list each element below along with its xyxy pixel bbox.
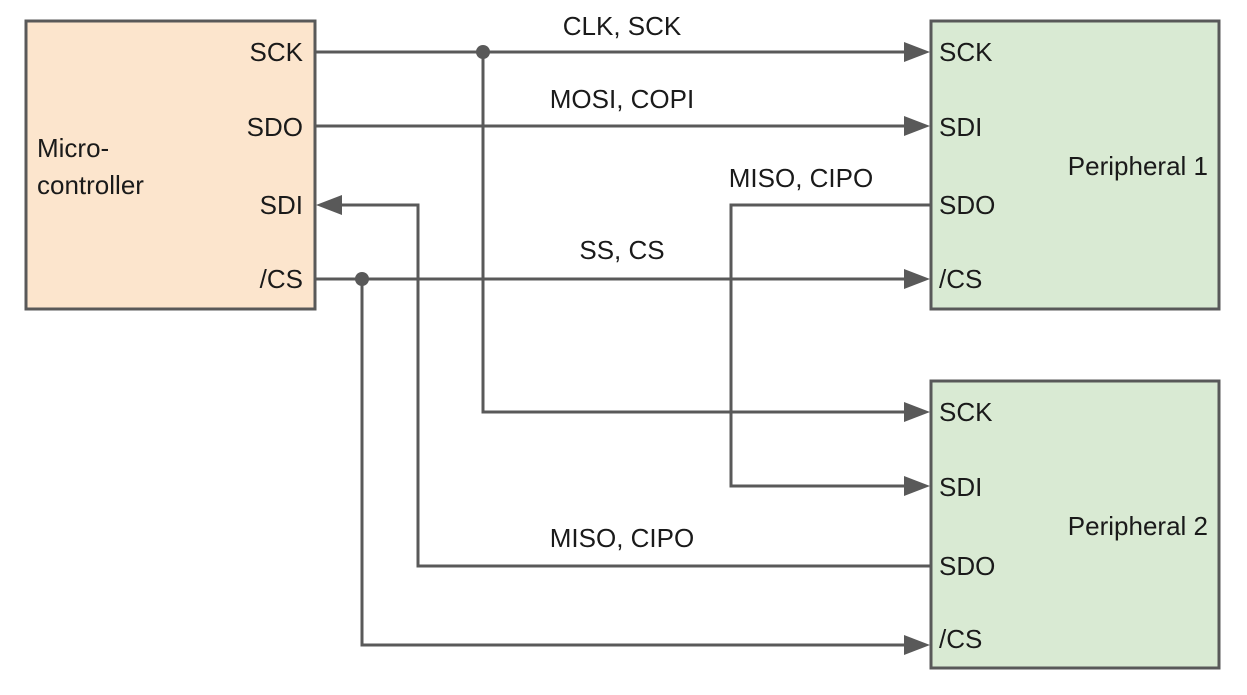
p2-name: Peripheral 2 <box>1068 511 1208 541</box>
signal-label-ss: SS, CS <box>579 235 664 265</box>
p1-pin-sck: SCK <box>939 37 993 67</box>
junction-sck <box>476 45 490 59</box>
arrowhead-mosi-p1 <box>904 116 930 136</box>
p1-pin-sdi: SDI <box>939 112 982 142</box>
signal-label-miso-p2: MISO, CIPO <box>550 523 694 553</box>
signal-label-clk: CLK, SCK <box>563 11 682 41</box>
p1-pin-cs: /CS <box>939 264 982 294</box>
p2-pin-sdo: SDO <box>939 551 995 581</box>
controller-pin-cs: /CS <box>260 264 303 294</box>
wire-sck-p2 <box>481 52 906 414</box>
p2-pin-cs: /CS <box>939 624 982 654</box>
arrowhead-sdi-controller <box>316 195 342 215</box>
arrowhead-sck-p1 <box>904 42 930 62</box>
controller-pin-sdi: SDI <box>260 190 303 220</box>
wire-cs-p2 <box>360 279 906 647</box>
arrowhead-sck-p2 <box>904 402 930 422</box>
p1-pin-sdo: SDO <box>939 190 995 220</box>
wire-miso-p2 <box>342 203 930 568</box>
p2-pin-sck: SCK <box>939 397 993 427</box>
controller-pin-sdo: SDO <box>247 112 303 142</box>
controller-name-line2: controller <box>37 170 144 200</box>
arrowhead-cs-p1 <box>904 269 930 289</box>
microcontroller-box <box>24 19 317 311</box>
p2-pin-sdi: SDI <box>939 472 982 502</box>
controller-name-line1: Micro- <box>37 133 109 163</box>
signal-label-mosi: MOSI, COPI <box>550 84 694 114</box>
controller-pin-sck: SCK <box>250 37 304 67</box>
arrowhead-cs-p2 <box>904 635 930 655</box>
arrowhead-sdi-p2 <box>904 476 930 496</box>
p1-name: Peripheral 1 <box>1068 151 1208 181</box>
peripheral-2-box <box>929 379 1221 670</box>
junction-cs <box>355 272 369 286</box>
signal-label-miso-p1: MISO, CIPO <box>729 163 873 193</box>
wire-p1-sdo-to-p2-sdi <box>729 203 930 488</box>
peripheral-1-box <box>929 19 1221 311</box>
